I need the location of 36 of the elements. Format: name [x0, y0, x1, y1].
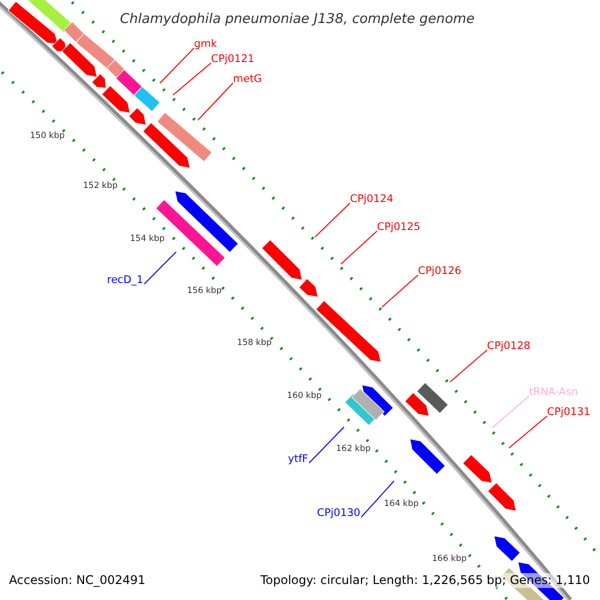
gene-label: CPj0124: [350, 193, 394, 206]
scale-label: 162 kbp: [336, 444, 371, 455]
scale-label: 154 kbp: [130, 234, 165, 245]
gene-label: metG: [233, 73, 262, 86]
leader-line: [160, 48, 194, 84]
gene-label: CPj0125: [377, 221, 420, 234]
scale-label: 152 kbp: [83, 181, 118, 192]
title: Chlamydophila pneumoniae J138, complete genome: [120, 10, 475, 29]
scale-label: 158 kbp: [237, 338, 272, 349]
scale-label: 166 kbp: [432, 554, 467, 565]
leader-line: [508, 416, 548, 448]
gene-label: recD_1: [107, 274, 144, 287]
genome-stats-text: Topology: circular; Length: 1,226,565 bp; Genes: 1,110: [260, 573, 590, 588]
leader-line: [314, 202, 350, 238]
leader-line: [492, 396, 530, 428]
gene-label: gmk: [194, 38, 217, 51]
gene-label: CPj0126: [418, 265, 462, 278]
leader-line: [172, 62, 212, 96]
gene-label: CPj0128: [487, 340, 530, 353]
leader-line: [340, 230, 378, 264]
leader-line: [308, 426, 344, 464]
leader-line: [144, 252, 176, 284]
gene-label: CPj0121: [211, 53, 254, 66]
scale-label: 164 kbp: [384, 499, 419, 510]
gene-label: CPj0131: [547, 406, 590, 419]
accession-text: Accession: NC_002491: [9, 573, 146, 588]
gene-label: ytfF: [288, 453, 308, 466]
leader-line: [450, 350, 488, 382]
gene-label: tRNA-Asn: [529, 386, 578, 399]
gene-label: CPj0130: [317, 507, 360, 520]
leader-line: [360, 480, 394, 518]
scale-label: 160 kbp: [287, 391, 322, 402]
leader-line: [198, 82, 234, 120]
scale-label: 150 kbp: [30, 131, 65, 142]
leader-line: [382, 274, 418, 308]
scale-label: 156 kbp: [187, 286, 222, 297]
